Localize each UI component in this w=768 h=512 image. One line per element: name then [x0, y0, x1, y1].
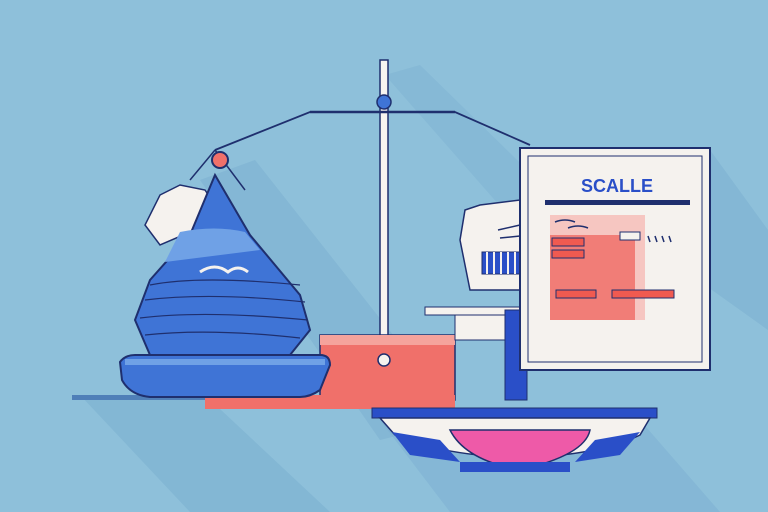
pivot-knob: [376, 94, 392, 110]
document-title: SCALLE: [581, 176, 653, 196]
central-block: [205, 306, 528, 409]
water-sack-icon: [118, 172, 332, 398]
right-pan-bowl: [371, 407, 658, 472]
document-icon: SCALLE: [519, 147, 711, 371]
scale-beam: [189, 59, 537, 401]
left-hook: [211, 151, 229, 169]
